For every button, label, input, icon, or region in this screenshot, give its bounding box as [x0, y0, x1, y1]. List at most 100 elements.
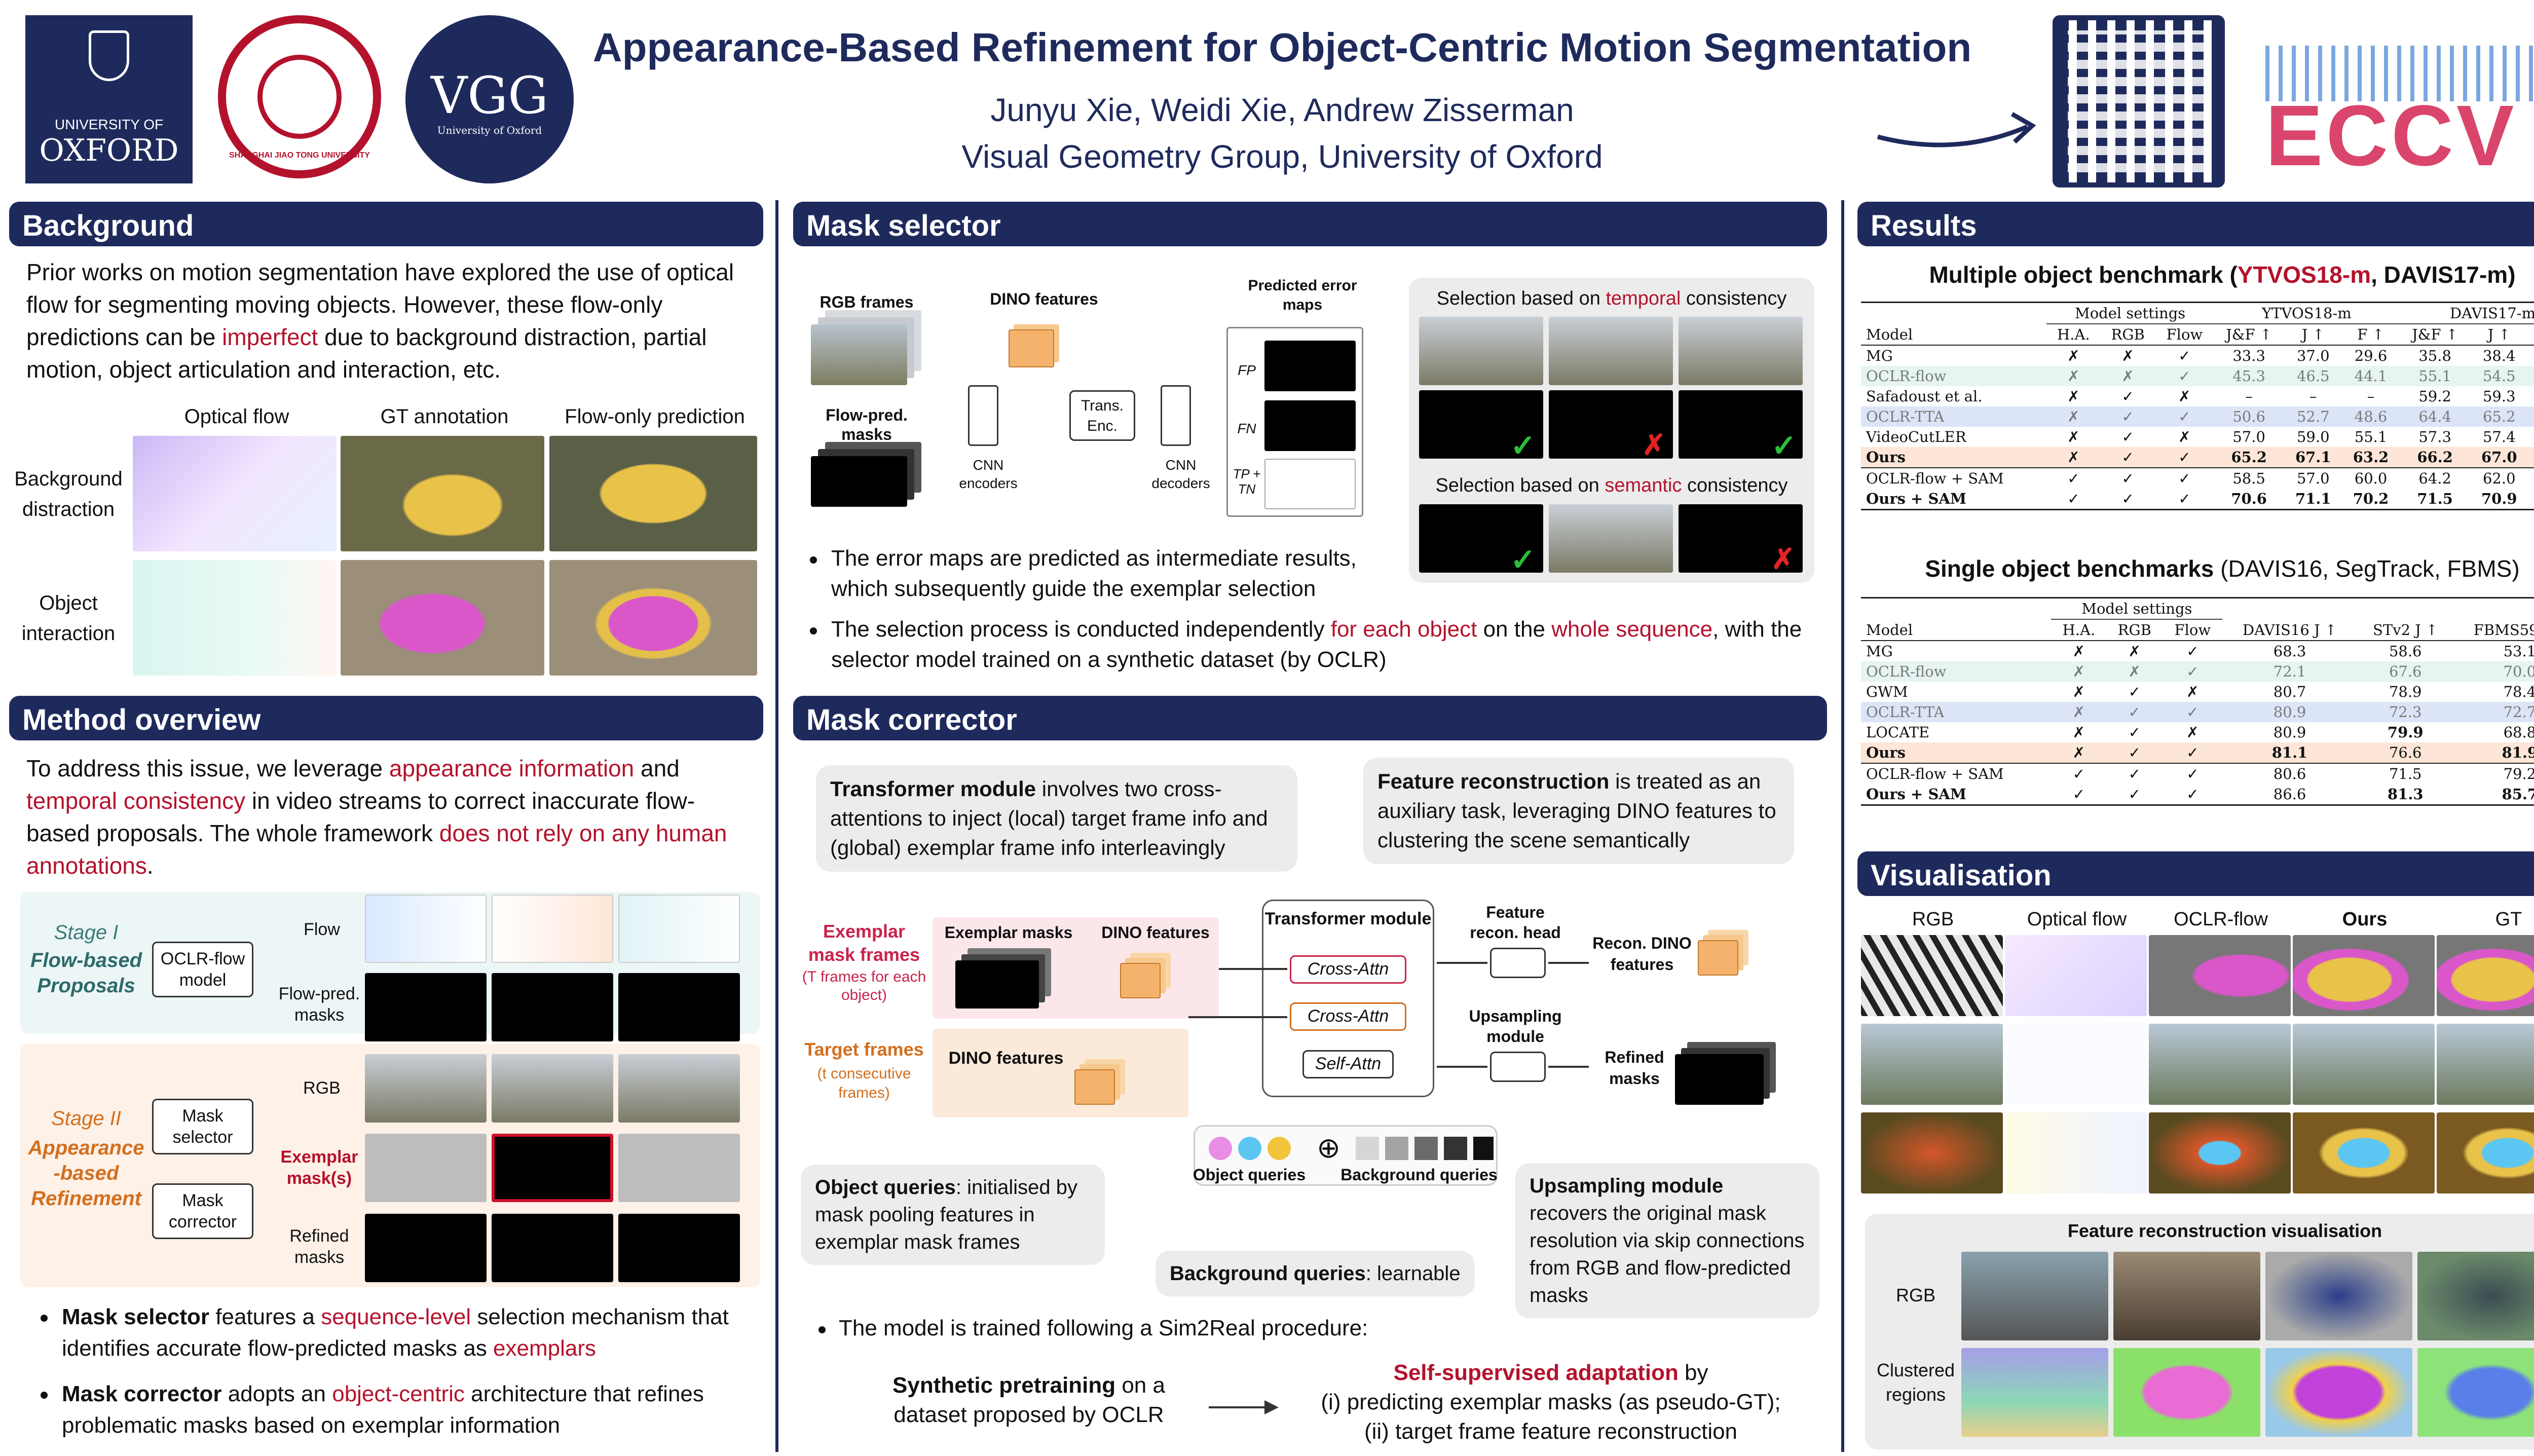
table-cell: 68.8 — [2503, 724, 2534, 741]
ov-flowpred-label: Flow-pred. masks — [278, 984, 360, 1025]
table-cell: 60.0 — [2354, 470, 2388, 487]
table-cell: 57.0 — [2232, 428, 2265, 445]
table-cell: 59.0 — [2296, 428, 2330, 445]
method-p-d: . — [146, 852, 154, 879]
table-cell: ✗ — [2072, 703, 2085, 721]
ov-mask-frame-1 — [365, 973, 487, 1041]
table-cell: 70.2 — [2353, 490, 2389, 507]
sel-bullet-1-dot — [810, 556, 817, 564]
table-cell: 80.7 — [2273, 683, 2306, 700]
table-cell: ✓ — [2178, 449, 2191, 466]
sel-dec-shape — [1161, 385, 1191, 446]
method-bullet-1-dot — [41, 1315, 48, 1322]
ov-flow-frame-2 — [492, 894, 613, 963]
ov-ex-frame-3 — [618, 1134, 740, 1202]
method-bullet-1: Mask selector features a sequence-level … — [62, 1301, 761, 1364]
corrector-callout-bgq: Background queries: learnable — [1156, 1251, 1475, 1296]
table-cell: ✗ — [2072, 744, 2085, 761]
table-cell: ✓ — [2128, 786, 2141, 803]
table-header-cell: J&F ↑ — [2412, 326, 2458, 343]
qr-code-icon[interactable] — [2053, 15, 2225, 188]
c4-bold: Background queries — [1170, 1262, 1366, 1285]
corrector-callout-ups: Upsampling module recovers the original … — [1515, 1163, 1819, 1318]
bg-col-gt: GT annotation — [380, 405, 509, 428]
table-cell: ✗ — [2128, 663, 2141, 680]
table-cell: 67.6 — [2389, 663, 2422, 680]
table-cell: 80.6 — [2273, 765, 2306, 782]
bg-pred-image-2 — [549, 560, 757, 676]
sel-temp-mask-1 — [1419, 390, 1543, 459]
cross-icon-2: ✗ — [1771, 543, 1795, 575]
corr-sim-arrow — [1209, 1406, 1270, 1408]
sel-dino: DINO features — [990, 290, 1098, 308]
table-cell: 78.9 — [2389, 683, 2422, 700]
b2-red: object-centric — [332, 1382, 465, 1406]
table-cell: 33.2 — [2528, 345, 2534, 366]
method-red-1: appearance information — [389, 755, 635, 781]
table-group-cell: DAVIS17-m — [2399, 302, 2534, 324]
table-cell: ✗ — [2121, 347, 2134, 364]
table-header-cell: H.A. — [2062, 621, 2096, 639]
table-cell: ✓ — [2128, 703, 2141, 721]
bg-row-distraction: Background distraction — [14, 468, 123, 520]
table-cell: – — [2309, 388, 2317, 405]
ov-flow-label: Flow — [304, 920, 340, 939]
table-cell: 64.4 — [2418, 408, 2451, 425]
crest-icon — [89, 30, 129, 81]
corr-feat-head: Feature recon. head — [1470, 903, 1561, 942]
table-cell: 79.2 — [2503, 765, 2534, 782]
corr-tgt-frames: Target frames — [804, 1039, 924, 1060]
table-cell: 70.9 — [2481, 490, 2517, 507]
table-cell: 85.7 — [2502, 786, 2534, 803]
table-cell: ✓ — [2186, 786, 2199, 803]
table-cell: 58.6 — [2389, 643, 2422, 660]
table-cell: ✓ — [2186, 744, 2199, 761]
check-icon-3: ✓ — [1510, 543, 1536, 577]
method-red-2: temporal consistency — [26, 788, 246, 814]
table-cell: ✗ — [2072, 663, 2085, 680]
sel-b2-c: , with the selector model trained on a s… — [831, 617, 1802, 672]
vis-col-gt: GT — [2495, 909, 2522, 930]
vis-r2-gt — [2437, 1024, 2534, 1105]
sel-tptn: TP + TN — [1233, 466, 1261, 497]
synth-text: on a dataset proposed by OCLR — [893, 1373, 1165, 1427]
table-cell: 62.0 — [2482, 470, 2516, 487]
vis-heading: Visualisation — [1857, 851, 2534, 896]
ov-flow-frame-1 — [365, 894, 487, 963]
table-cell: 45.3 — [2232, 367, 2265, 385]
table-cell: 70.6 — [2231, 490, 2267, 507]
vis-r2-flow — [2005, 1024, 2147, 1105]
sel-sem-mask-1 — [1419, 504, 1543, 573]
method-bullet-2: Mask corrector adopts an object-centric … — [62, 1378, 761, 1441]
ov-ref-frame-3 — [618, 1214, 740, 1282]
corr-self: Self-supervised adaptation by (i) predic… — [1287, 1358, 1814, 1446]
table-cell: VideoCutLER — [1866, 428, 1966, 445]
corrector-callout-objq: Object queries: initialised by mask pool… — [801, 1165, 1105, 1265]
corr-recon-cube — [1698, 940, 1738, 976]
vis-r3-flow — [2005, 1112, 2147, 1193]
corrector-callout-feature: Feature reconstruction is treated as an … — [1363, 758, 1794, 864]
table-cell: 72.1 — [2528, 489, 2534, 510]
table-cell: 81.9 — [2502, 744, 2534, 761]
corr-dino-2: DINO features — [948, 1049, 1064, 1068]
sel-sem-rgb — [1549, 504, 1673, 573]
table-header-cell: F ↑ — [2528, 324, 2534, 345]
bg-query-5 — [1473, 1137, 1494, 1160]
c3-text: : initialised by mask pooling features i… — [815, 1176, 1077, 1253]
table-cell: ✓ — [2178, 367, 2191, 385]
table-cell: 66.4 — [2528, 468, 2534, 489]
background-text: Prior works on motion segmentation have … — [26, 256, 756, 386]
table-header-cell: STv2 J ↑ — [2373, 621, 2438, 639]
corr-bg-q: Background queries — [1340, 1166, 1498, 1184]
corr-dino-cube-2 — [1074, 1069, 1115, 1105]
corr-dino-cube-1 — [1120, 963, 1161, 998]
feat-clu-4 — [2417, 1348, 2534, 1437]
ov-ex-frame-2 — [492, 1134, 613, 1202]
bg-col-flow: Optical flow — [184, 405, 289, 428]
method-text: To address this issue, we leverage appea… — [26, 752, 756, 882]
table-cell: 65.2 — [2231, 449, 2267, 466]
b2-b: architecture that refines problematic ma… — [62, 1382, 704, 1438]
